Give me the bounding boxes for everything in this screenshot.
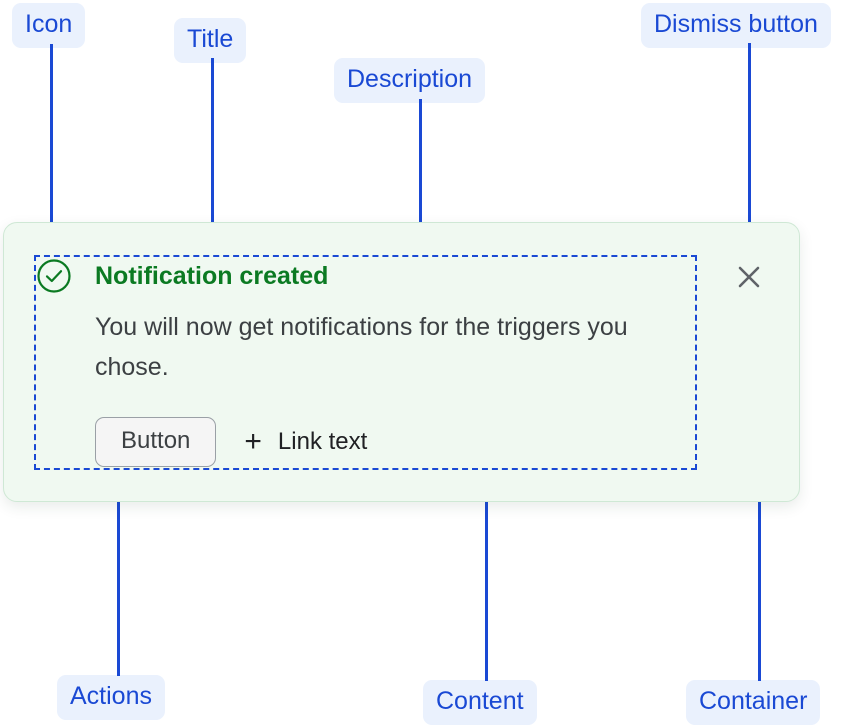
annotation-label-description: Description [334, 58, 486, 103]
annotation-label-title: Title [174, 18, 247, 63]
action-link[interactable]: + Link text [244, 427, 367, 457]
notification-title: Notification created [95, 262, 329, 290]
annotation-label-icon: Icon [12, 3, 86, 48]
leader-line-content [485, 474, 488, 681]
action-link-label: Link text [277, 428, 368, 455]
leader-line-description [419, 99, 422, 302]
plus-icon: + [244, 425, 262, 458]
leader-line-actions [117, 470, 120, 676]
dismiss-button[interactable] [733, 261, 765, 293]
leader-line-icon [50, 44, 53, 250]
annotation-label-content: Content [423, 680, 537, 725]
annotation-label-dismiss-button: Dismiss button [641, 3, 831, 48]
check-circle-icon [36, 258, 72, 294]
annotation-label-actions: Actions [57, 675, 165, 720]
leader-line-container [758, 476, 761, 681]
action-button[interactable]: Button [95, 417, 217, 467]
content-region-outline [34, 255, 697, 470]
notification-description: You will now get notifications for the t… [95, 313, 628, 381]
leader-line-title [211, 58, 214, 263]
annotation-label-container: Container [686, 680, 821, 725]
leader-line-dismiss [748, 43, 751, 247]
notification-actions: Button + Link text [95, 417, 367, 467]
